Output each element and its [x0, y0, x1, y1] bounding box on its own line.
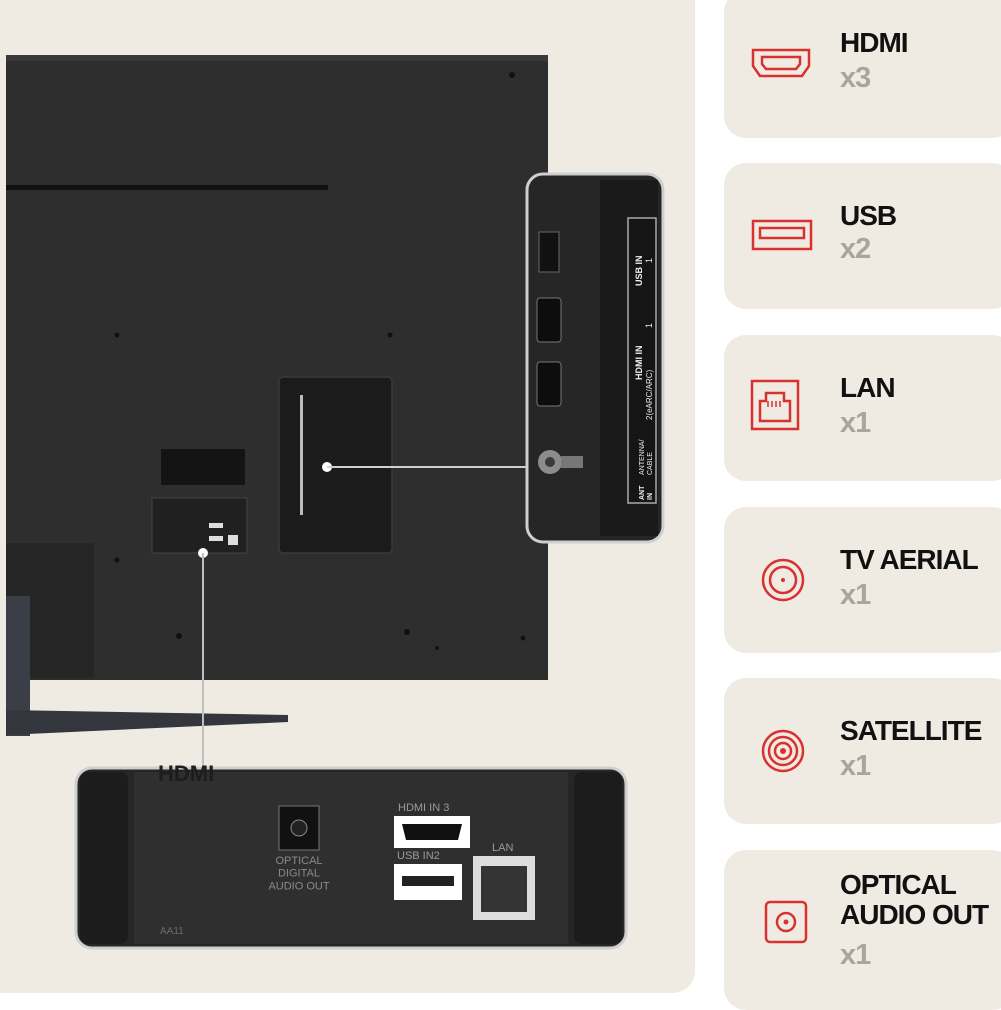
feature-count-hdmi: x3: [840, 62, 871, 94]
lan-port-icon: [750, 379, 800, 431]
satellite-icon: [761, 729, 805, 773]
feature-card-tv-aerial: TV AERIAL x1: [724, 507, 1001, 653]
tv-back-slot: [6, 185, 328, 190]
feature-count-optical-audio-out: x1: [840, 939, 871, 971]
lan-label: LAN: [492, 842, 513, 854]
feature-count-usb: x2: [840, 233, 871, 265]
usb-in-number: 1: [644, 258, 654, 263]
tv-back-body: [6, 55, 548, 680]
usb-in-2-label: USB IN2: [397, 850, 440, 862]
feature-title-satellite: SATELLITE: [840, 715, 982, 746]
feature-count-satellite: x1: [840, 750, 871, 782]
feature-card-satellite: SATELLITE x1: [724, 678, 1001, 824]
feature-count-tv-aerial: x1: [840, 579, 871, 611]
feature-title-hdmi: HDMI: [840, 27, 909, 58]
hdmi-port-icon: [751, 48, 811, 78]
usb-in-label: USB IN: [634, 255, 644, 286]
feature-card-lan: LAN x1: [724, 335, 1001, 481]
feature-card-usb: USB x2: [724, 163, 1001, 309]
feature-title-lan: LAN: [840, 372, 896, 403]
feature-title-usb: USB: [840, 200, 897, 231]
optical-audio-icon: [764, 900, 808, 944]
feature-title-optical-audio-out: OPTICAL AUDIO OUT: [840, 869, 989, 930]
hdmi-in-3-label: HDMI IN 3: [398, 802, 449, 814]
feature-count-lan: x1: [840, 407, 871, 439]
feature-title-tv-aerial: TV AERIAL: [840, 544, 979, 575]
feature-card-hdmi: HDMI x3: [724, 0, 1001, 138]
hdmi-1-label: 1: [644, 323, 654, 328]
tv-aerial-icon: [761, 558, 805, 602]
usb-port-icon: [751, 219, 813, 251]
hdmi-2-label: 2(eARC/ARC): [645, 369, 654, 420]
tv-back-illustration: USB IN 1 HDMI IN 1 2(eARC/ARC) ANTENNA/C…: [6, 55, 665, 950]
hdmi-in-label: HDMI IN: [634, 346, 644, 381]
ant-in-label: ANTIN: [639, 485, 654, 500]
callout-top-ports: USB IN 1 HDMI IN 1 2(eARC/ARC) ANTENNA/C…: [525, 172, 665, 544]
feature-card-optical-audio-out: OPTICAL AUDIO OUT x1: [724, 850, 1001, 1010]
tv-back-image-panel: USB IN 1 HDMI IN 1 2(eARC/ARC) ANTENNA/C…: [0, 0, 695, 993]
model-code-label: AA11: [160, 926, 184, 937]
antenna-cable-label: ANTENNA/CABLE: [639, 440, 654, 475]
hdmi-logo-text: HDMI: [158, 761, 214, 786]
